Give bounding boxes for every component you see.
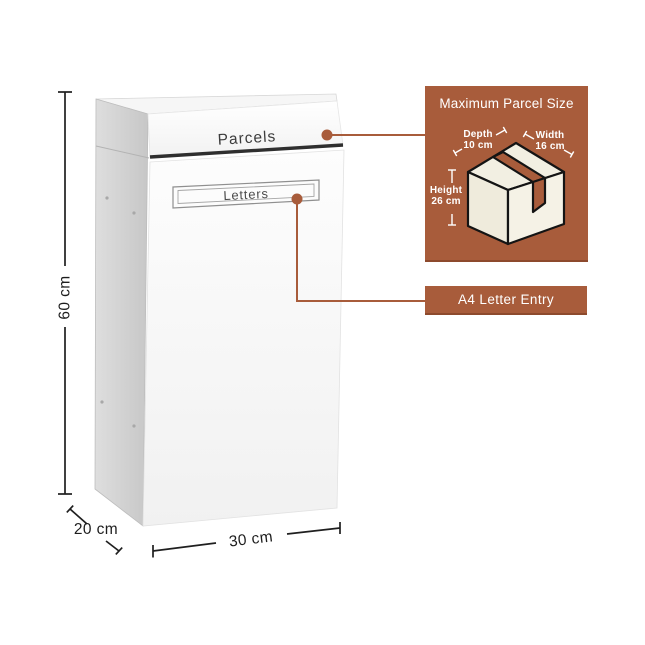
screw-hole: [132, 424, 136, 428]
height-dimension-label: 60 cm: [56, 275, 73, 320]
depth-dimension-label: 20 cm: [73, 520, 119, 538]
panel-width-arrow: [522, 130, 575, 158]
parcel-callout-dot: [321, 129, 333, 141]
flap-gap-line: [149, 143, 344, 159]
dimension-lines: [58, 91, 341, 558]
panel-depth-text: Depth: [463, 129, 493, 140]
panel-dimension-arrows: [448, 126, 575, 226]
panel-height-value: 26 cm: [431, 195, 461, 207]
panel-height-label: Height 26 cm: [416, 185, 476, 207]
panel-depth-value: 10 cm: [463, 139, 493, 151]
panel-title: Maximum Parcel Size: [439, 95, 574, 111]
letter-callout-dot: [291, 193, 303, 205]
panel-width-value: 16 cm: [535, 140, 565, 152]
a4-letter-entry-label: A4 Letter Entry: [457, 292, 555, 307]
panel-height-text: Height: [429, 185, 463, 196]
carton-tape-side: [531, 176, 547, 214]
screw-hole: [105, 196, 109, 200]
screw-hole: [132, 211, 136, 215]
letter-slot-outer: [172, 179, 320, 209]
dimension-line-depth: [66, 505, 123, 555]
panel-depth-label: Depth 10 cm: [448, 129, 508, 151]
mailbox-left-side: [94, 98, 149, 527]
a4-letter-entry-callout: A4 Letter Entry: [425, 286, 587, 315]
panel-depth-arrow: [452, 126, 508, 157]
dimension-line-height: [58, 91, 72, 495]
letter-callout-line: [296, 199, 425, 302]
mailbox-lid-seam: [95, 145, 150, 159]
letter-slot-inner: [177, 183, 315, 204]
dimension-line-width: [152, 522, 341, 558]
mailbox-illustration: [94, 93, 345, 527]
panel-width-label: Width 16 cm: [520, 130, 580, 152]
callout-connectors: [291, 129, 425, 302]
panel-height-arrow: [448, 169, 456, 226]
panel-width-text: Width: [535, 130, 565, 141]
mailbox-door-face: [142, 149, 345, 527]
parcel-box-icon: [466, 141, 566, 246]
screw-hole: [100, 400, 104, 404]
